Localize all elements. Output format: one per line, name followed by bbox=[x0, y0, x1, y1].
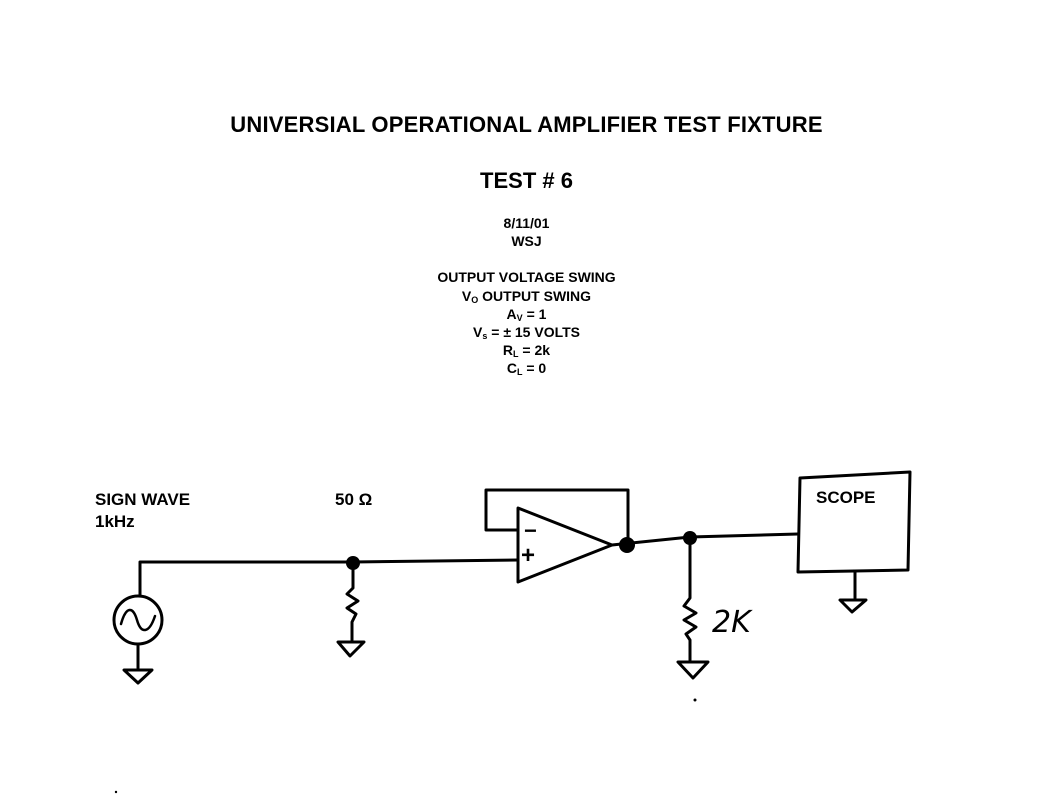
input-wire bbox=[138, 558, 520, 597]
condition-output-swing: VO OUTPUT SWING bbox=[461, 288, 592, 305]
load-ground-icon bbox=[676, 660, 710, 680]
page-title: UNIVERSIAL OPERATIONAL AMPLIFIER TEST FI… bbox=[230, 112, 823, 137]
load-junction-dot bbox=[683, 531, 697, 545]
source-label-waveform: SIGN WAVE bbox=[95, 490, 191, 509]
feedback-wire bbox=[484, 488, 630, 547]
input-resistor-wire bbox=[345, 563, 360, 642]
condition-supply: Vs = ± 15 VOLTS bbox=[473, 324, 580, 341]
sine-wave-icon bbox=[119, 608, 157, 632]
input-resistor-label: 50 Ω bbox=[335, 490, 373, 509]
opamp-minus-sign: − bbox=[524, 518, 537, 543]
opamp-icon bbox=[516, 506, 614, 584]
output-wire bbox=[610, 532, 800, 547]
load-resistor-label: 2K bbox=[712, 605, 753, 640]
condition-gain: AV = 1 bbox=[506, 306, 547, 323]
input-resistor-ground-icon bbox=[336, 640, 366, 658]
source-ground-icon bbox=[122, 668, 154, 685]
scope-ground-icon bbox=[838, 598, 868, 614]
input-junction-dot bbox=[346, 556, 360, 570]
test-number: TEST # 6 bbox=[480, 168, 573, 193]
stray-dot bbox=[114, 790, 118, 794]
load-resistor-wire bbox=[682, 538, 698, 662]
condition-load-capacitance: CL = 0 bbox=[506, 360, 547, 377]
test-author: WSJ bbox=[511, 233, 542, 249]
output-junction-dot bbox=[619, 537, 635, 553]
opamp-plus-sign: + bbox=[521, 542, 535, 569]
condition-heading: OUTPUT VOLTAGE SWING bbox=[437, 269, 616, 285]
condition-load-resistance: RL = 2k bbox=[502, 342, 551, 359]
scope-box bbox=[796, 470, 912, 574]
scope-label: SCOPE bbox=[816, 488, 876, 507]
source-label-frequency: 1kHz bbox=[95, 512, 135, 531]
test-date: 8/11/01 bbox=[503, 215, 550, 231]
stray-dot bbox=[693, 698, 697, 702]
